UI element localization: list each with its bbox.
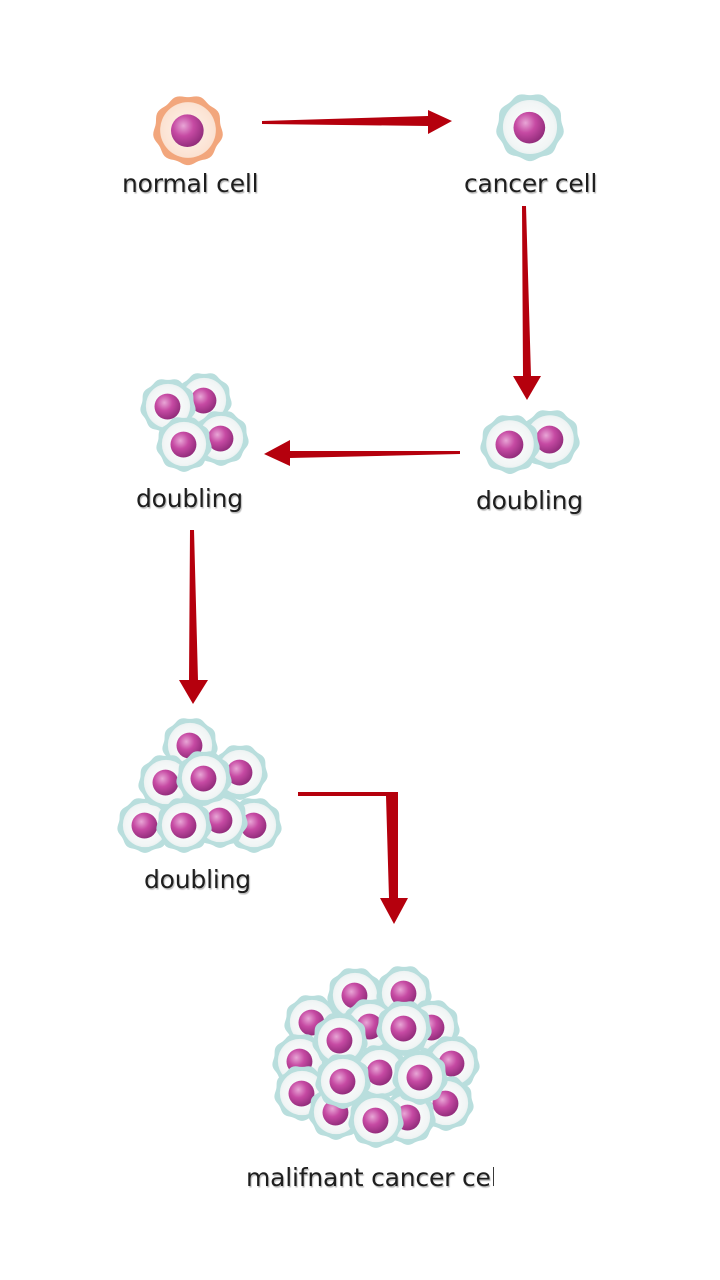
malignant-cell-16 — [315, 1054, 371, 1109]
malignant-cell-12-nucleus — [390, 1015, 417, 1042]
malignant-cell-17-nucleus — [362, 1107, 389, 1134]
doubling-2-cell-1-nucleus — [190, 387, 217, 414]
cancer-cell — [496, 94, 564, 162]
arrow-elbow-to-malignant — [298, 792, 408, 924]
malignant-cell-8-nucleus — [288, 1080, 315, 1107]
doubling-3-cell-8 — [156, 798, 212, 853]
doubling-3-cell-3-nucleus — [240, 812, 267, 839]
arrows-group — [179, 110, 541, 924]
doubling-3-cell-2-nucleus — [226, 759, 253, 786]
malignant-cell-16-nucleus — [329, 1068, 356, 1095]
malignant-cell-13-nucleus — [326, 1027, 353, 1054]
doubling-3-cell-7 — [176, 751, 232, 806]
cells-group — [117, 94, 580, 1148]
doubling-3-cell-8-nucleus — [170, 812, 197, 839]
doubling-2-cell-3-nucleus — [207, 425, 234, 452]
malignant-cell-14-nucleus — [366, 1059, 393, 1086]
doubling-1-cell-front — [480, 415, 540, 474]
arrow-cancer-to-doubling — [513, 206, 541, 400]
doubling-3-cell-7-nucleus — [190, 765, 217, 792]
malignant-cell-15-nucleus — [406, 1064, 433, 1091]
malignant-cell-15 — [392, 1050, 448, 1105]
doubling-2-cell-4-nucleus — [170, 431, 197, 458]
malignant-cell-13 — [312, 1013, 368, 1068]
label-doubling-second: doubling — [136, 484, 243, 513]
malignant-cell-17 — [348, 1093, 404, 1148]
cancer-cell-nucleus — [513, 111, 546, 144]
doubling-2-cell-2-nucleus — [154, 393, 181, 420]
label-normal-cell: normal cell — [122, 169, 259, 198]
doubling-3-cell-6-nucleus — [152, 769, 179, 796]
arrow-doubling-to-doubling — [264, 440, 460, 466]
malignant-cell-2-nucleus — [390, 980, 417, 1007]
doubling-3-cell-4 — [117, 798, 173, 853]
label-cancer-cell: cancer cell — [464, 169, 598, 198]
doubling-3-cell-4-nucleus — [131, 812, 158, 839]
normal-cell-nucleus — [171, 114, 204, 147]
label-malignant-cancer-cell: malifnant cancer cell — [246, 1165, 494, 1190]
doubling-3-cell-5-nucleus — [206, 807, 233, 834]
doubling-1-cell-back-nucleus — [535, 425, 564, 454]
label-doubling-first: doubling — [476, 486, 583, 515]
arrow-normal-to-cancer — [262, 110, 452, 134]
label-doubling-third: doubling — [144, 865, 251, 894]
malignant-cell-12 — [376, 1001, 432, 1056]
doubling-2-cell-4 — [156, 417, 212, 472]
arrow-doubling-down — [179, 530, 208, 704]
normal-cell — [153, 96, 223, 166]
doubling-1-cell-front-nucleus — [495, 430, 524, 459]
